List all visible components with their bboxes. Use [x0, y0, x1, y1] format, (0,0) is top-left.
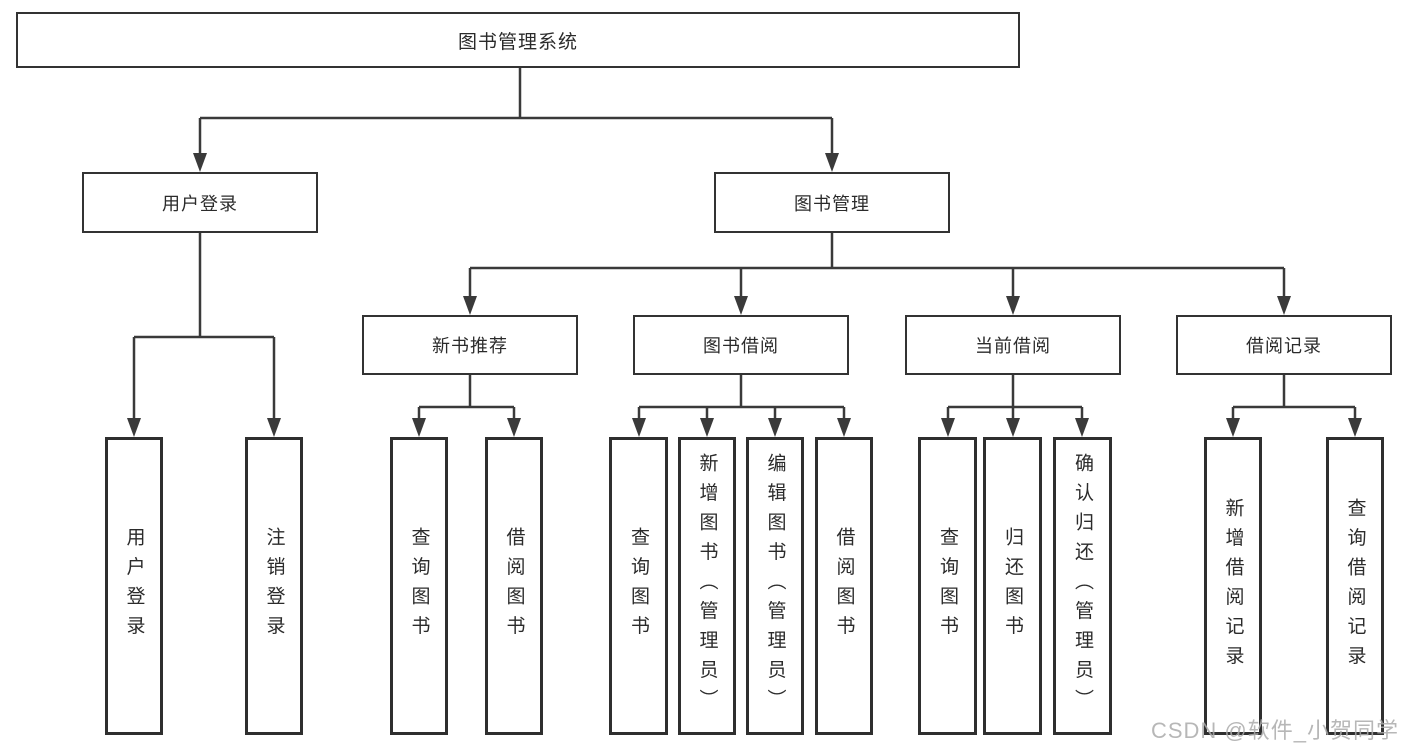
leaf-confirm-return-admin: 确认归还（管理员） — [1053, 437, 1112, 735]
leaf-borrow-books: 借阅图书 — [815, 437, 873, 735]
leaf-edit-books-admin: 编辑图书（管理员） — [746, 437, 804, 735]
connector-borrow-records-to-leaves — [1226, 375, 1362, 437]
arrowhead — [267, 418, 281, 437]
leaf-query-books-borrow: 查询图书 — [609, 437, 668, 735]
leaf-query-books-current: 查询图书 — [918, 437, 977, 735]
leaf-borrow-books-recommend: 借阅图书 — [485, 437, 543, 735]
node-user-login: 用户登录 — [82, 172, 318, 233]
node-library-management-system: 图书管理系统 — [16, 12, 1020, 68]
arrowhead — [1006, 418, 1020, 437]
node-book-management: 图书管理 — [714, 172, 950, 233]
arrowhead — [1006, 296, 1020, 315]
arrowhead — [1226, 418, 1240, 437]
arrowhead — [700, 418, 714, 437]
arrowhead — [463, 296, 477, 315]
leaf-query-books-recommend: 查询图书 — [390, 437, 448, 735]
node-current-borrow: 当前借阅 — [905, 315, 1121, 375]
leaf-add-books-admin: 新增图书（管理员） — [678, 437, 736, 735]
arrowhead — [768, 418, 782, 437]
arrowhead — [412, 418, 426, 437]
connector-book-management-to-level3 — [463, 233, 1291, 315]
leaf-return-books: 归还图书 — [983, 437, 1042, 735]
node-borrow-records: 借阅记录 — [1176, 315, 1392, 375]
arrowhead — [734, 296, 748, 315]
arrowhead — [507, 418, 521, 437]
connector-new-book-recommend-to-leaves — [412, 375, 521, 437]
connector-user-login-to-leaves — [127, 233, 281, 437]
connector-book-borrow-to-leaves — [632, 375, 851, 437]
arrowhead — [1075, 418, 1089, 437]
arrowhead — [941, 418, 955, 437]
arrowhead — [825, 153, 839, 172]
arrowhead — [837, 418, 851, 437]
arrowhead — [1277, 296, 1291, 315]
arrowhead — [632, 418, 646, 437]
connector-current-borrow-to-leaves — [941, 375, 1089, 437]
arrowhead — [1348, 418, 1362, 437]
node-new-book-recommend: 新书推荐 — [362, 315, 578, 375]
leaf-add-borrow-record: 新增借阅记录 — [1204, 437, 1262, 735]
connector-root-to-level2 — [193, 68, 839, 172]
node-book-borrow: 图书借阅 — [633, 315, 849, 375]
leaf-user-login: 用户登录 — [105, 437, 163, 735]
arrowhead — [127, 418, 141, 437]
leaf-query-borrow-record: 查询借阅记录 — [1326, 437, 1384, 735]
arrowhead — [193, 153, 207, 172]
csdn-watermark: CSDN @软件_小贺同学 — [1150, 718, 1399, 743]
leaf-logout: 注销登录 — [245, 437, 303, 735]
